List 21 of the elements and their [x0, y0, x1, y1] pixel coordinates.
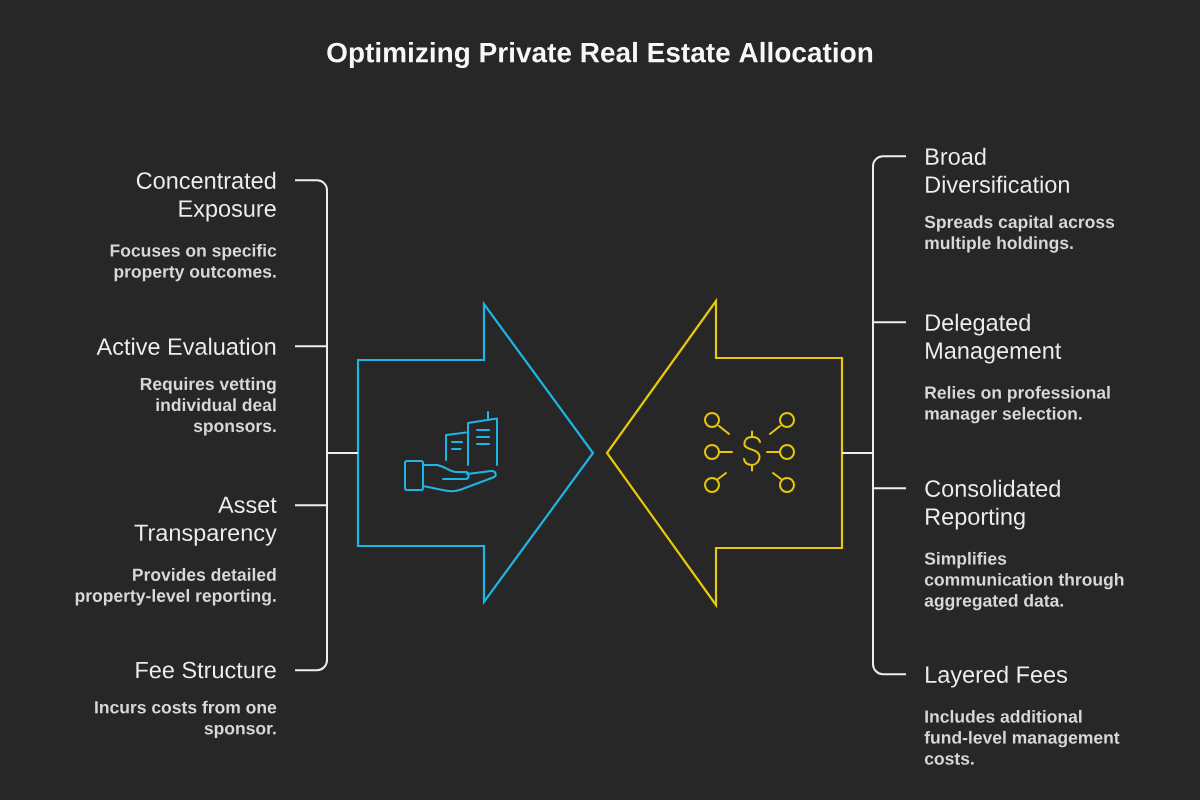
diagram-title: Optimizing Private Real Estate Allocation [327, 41, 873, 69]
item-description: Includes additional fund-level management costs. [924, 709, 1120, 765]
item-description: Simplifies communication through aggregated data. [924, 551, 1124, 611]
block-arrow [605, 297, 844, 609]
item-description: Requires vetting individual deal sponsors. [140, 377, 276, 436]
item-heading: Fee Structure [136, 661, 276, 679]
item-description: Spreads capital across multiple holdings. [924, 215, 1115, 253]
item-description: Provides detailed property-level reporting. [75, 568, 276, 606]
item-heading: Active Evaluation [96, 337, 276, 355]
item-heading: Layered Fees [926, 665, 1067, 688]
block-arrow [356, 300, 595, 606]
item-heading: Broad Diversification [926, 147, 1069, 193]
item-heading: Asset Transparency [134, 496, 277, 546]
item-heading: Consolidated Reporting [925, 479, 1060, 530]
item-description: Focuses on specific property outcomes. [110, 243, 277, 282]
item-heading: Concentrated Exposure [136, 171, 276, 222]
item-description: Incurs costs from one sponsor. [95, 700, 277, 738]
item-heading: Delegated Management [926, 313, 1062, 364]
item-description: Relies on professional manager selection. [925, 385, 1110, 424]
connector-line [294, 452, 359, 672]
connector-line [841, 452, 907, 676]
